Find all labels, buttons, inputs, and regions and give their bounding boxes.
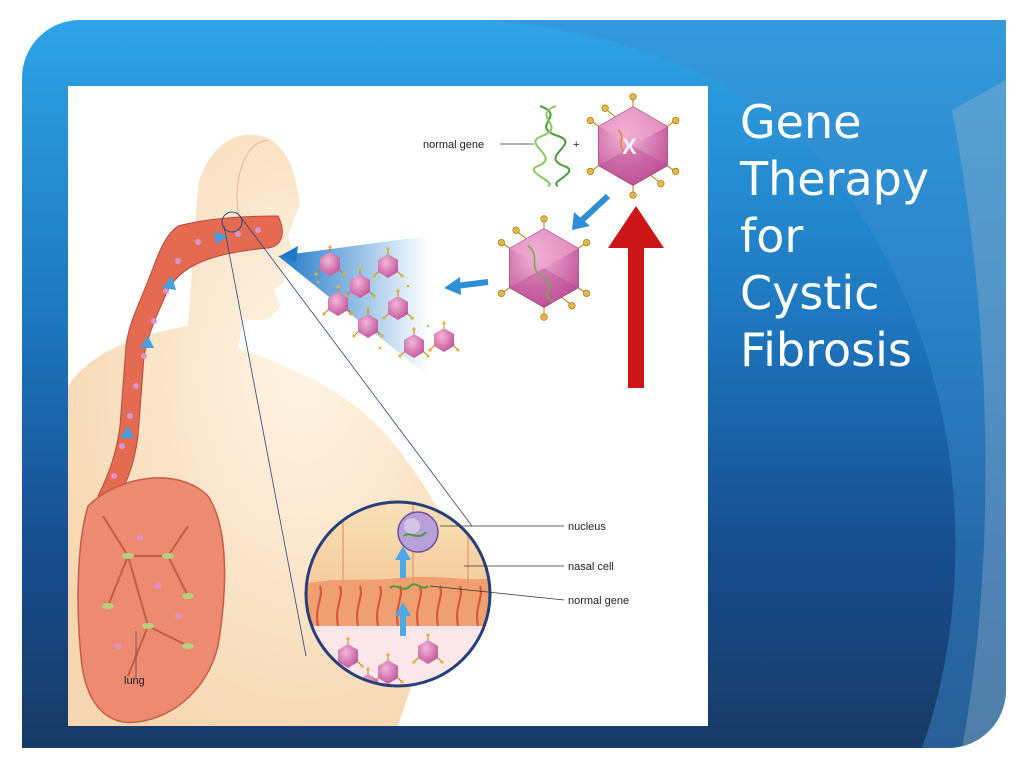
label-lung: lung xyxy=(124,675,145,687)
engineered-viral-vector xyxy=(497,214,591,322)
title-line: for xyxy=(740,209,804,263)
slide-background xyxy=(492,20,1006,748)
arrow-to-spray xyxy=(455,279,489,289)
label-normal-gene-inset: normal gene xyxy=(568,595,629,607)
title-line: Gene xyxy=(740,95,862,149)
label-normal-gene-top: normal gene xyxy=(423,139,484,151)
nasal-cell-inset xyxy=(306,502,490,686)
slide: lung normal gene + X xyxy=(22,20,1006,748)
slide-title: Gene Therapy for Cystic Fibrosis xyxy=(740,94,929,379)
red-up-arrow xyxy=(608,206,664,388)
title-line: Therapy xyxy=(740,152,930,206)
lung xyxy=(77,477,226,724)
gene-therapy-diagram: lung normal gene + X xyxy=(68,86,708,726)
normal-gene-dna xyxy=(532,105,571,187)
nucleus xyxy=(397,511,439,553)
zoom-target-circle xyxy=(221,211,243,233)
plus-sign: + xyxy=(573,139,579,151)
title-line: Cystic xyxy=(740,266,880,320)
label-nucleus: nucleus xyxy=(568,521,606,533)
arrow-to-engineered-virus xyxy=(577,193,611,225)
title-line: Fibrosis xyxy=(740,323,912,377)
virus-x-mark: X xyxy=(622,134,637,159)
label-nasal-cell: nasal cell xyxy=(568,561,614,573)
